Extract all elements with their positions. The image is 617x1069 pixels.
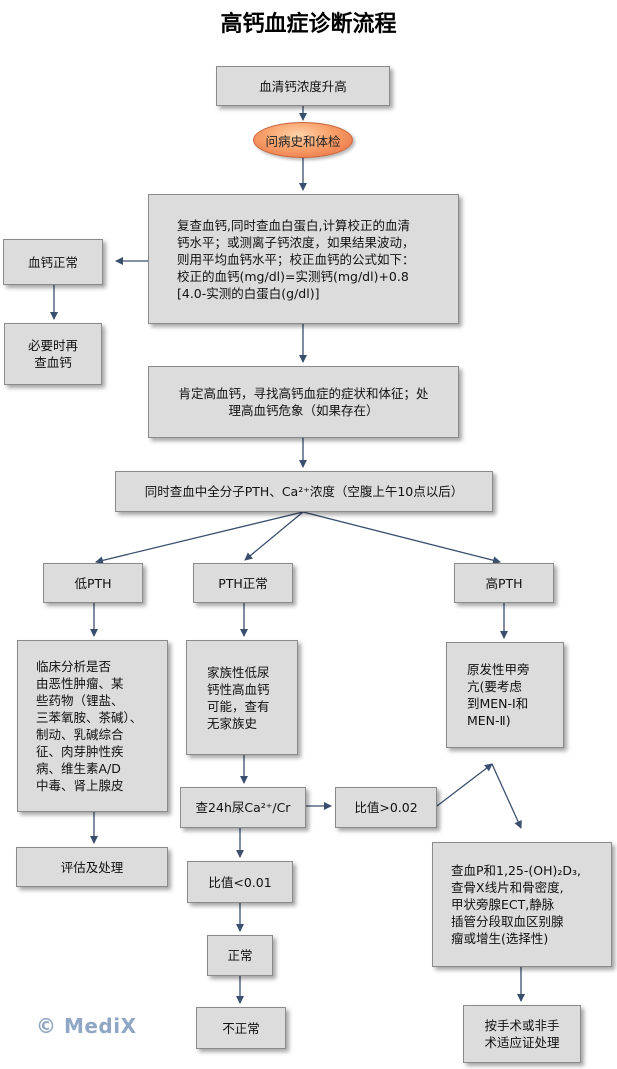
node-surgery: 按手术或非手 术适应证处理	[463, 1005, 581, 1063]
node-start: 血清钙浓度升高	[216, 66, 390, 106]
medix-logo: © MediX	[36, 1014, 137, 1038]
node-evaluate: 评估及处理	[16, 847, 168, 887]
node-confirm: 肯定高血钙，寻找高钙血症的症状和体征；处 理高血钙危象（如果存在）	[148, 366, 459, 438]
node-abnormal: 不正常	[196, 1007, 286, 1049]
node-further-tests: 查血P和1,25-(OH)₂D₃, 查骨X线片和骨密度, 甲状旁腺ECT,静脉 …	[432, 842, 612, 967]
node-high-pth: 高PTH	[454, 563, 554, 603]
node-normal-pth: PTH正常	[193, 563, 293, 603]
node-recheck: 复查血钙,同时查血白蛋白,计算校正的血清 钙水平；或测离子钙浓度，如果结果波动，…	[148, 194, 459, 324]
arrow-pth-to-normal	[244, 511, 304, 561]
node-primary: 原发性甲旁 亢(要考虑 到MEN-Ⅰ和 MEN-Ⅱ)	[446, 642, 564, 748]
node-urine-ca: 查24h尿Ca²⁺/Cr	[180, 787, 306, 828]
page-title: 高钙血症诊断流程	[220, 11, 397, 37]
node-familial: 家族性低尿 钙性高血钙 可能，查有 无家族史	[186, 640, 298, 755]
node-history: 问病史和体检	[253, 122, 353, 158]
node-low-pth: 低PTH	[43, 563, 143, 603]
node-ratio-low: 比值<0.01	[187, 861, 293, 903]
node-pth-test: 同时查血中全分子PTH、Ca²⁺浓度（空腹上午10点以后）	[115, 471, 493, 512]
arrow-pth-to-low	[95, 511, 304, 565]
arrow-junction-to-further	[491, 763, 522, 829]
arrow-pth-to-high	[302, 511, 501, 565]
node-low-pth-analysis: 临床分析是否 由恶性肿瘤、某 些药物（锂盐、 三苯氧胺、茶碱）、 制动、乳碱综合…	[17, 640, 168, 812]
arrow-ratio-high-to-junction	[436, 763, 493, 807]
node-normal-ca: 血钙正常	[3, 239, 103, 285]
node-recheck-later: 必要时再 查血钙	[4, 323, 102, 385]
node-normal: 正常	[207, 935, 273, 976]
node-ratio-high: 比值>0.02	[335, 787, 437, 828]
